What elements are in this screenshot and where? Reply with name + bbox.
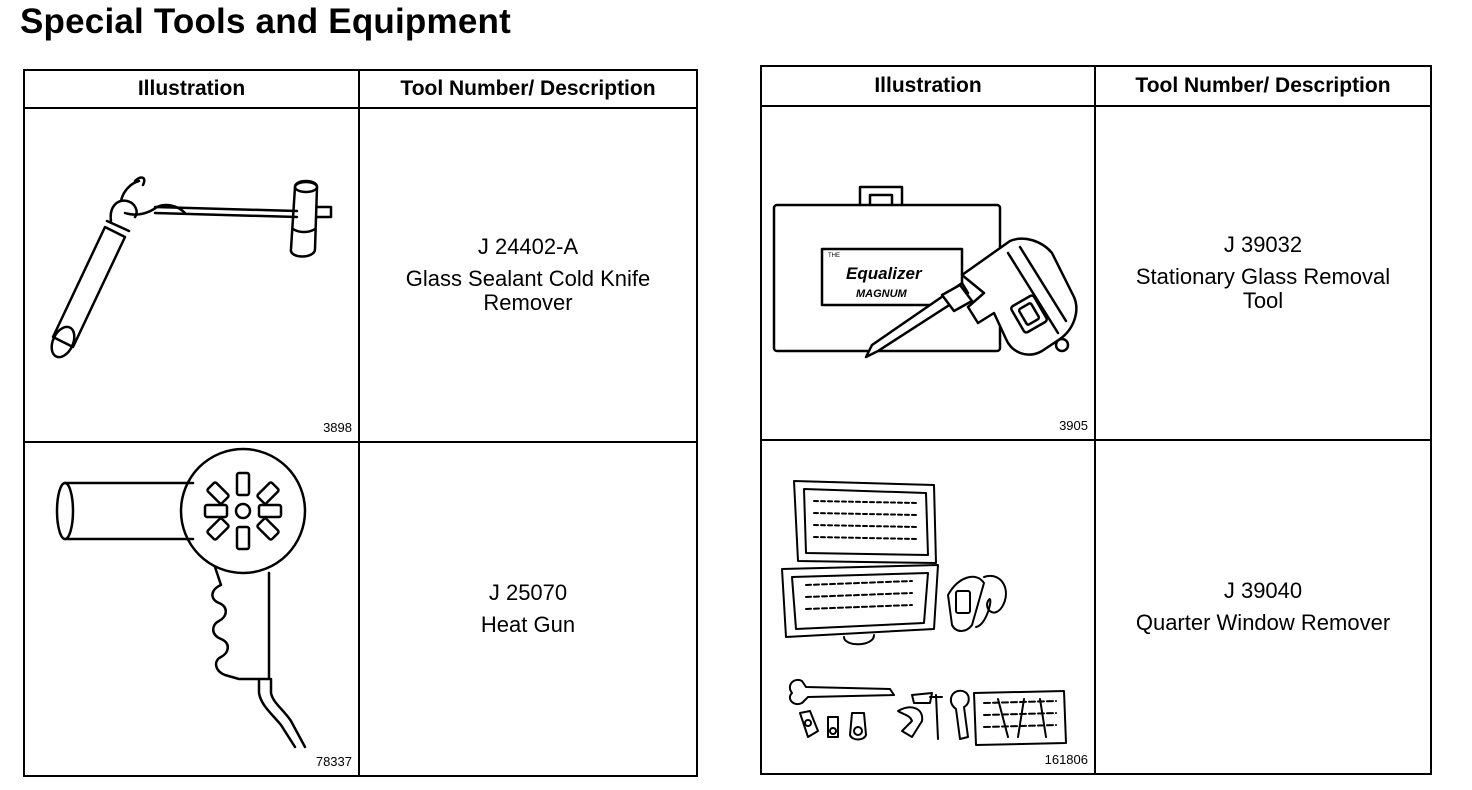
- svg-text:THE: THE: [828, 253, 840, 259]
- figure-number: 3905: [1059, 418, 1088, 433]
- svg-text:MAGNUM: MAGNUM: [856, 288, 908, 300]
- figure-number: 161806: [1044, 752, 1088, 767]
- header-illustration: Illustration: [23, 69, 360, 109]
- illustration-cell: 161806: [760, 439, 1096, 775]
- description-cell: J 39040 Quarter Window Remover: [1094, 439, 1432, 775]
- tools-table-right: Illustration Tool Number/ Description TH…: [760, 65, 1432, 775]
- tool-number: J 24402-A: [477, 234, 579, 259]
- tool-description: Quarter Window Remover: [1135, 610, 1391, 635]
- table-row: THE Equalizer MAGNUM 3905 J 39032 Statio…: [760, 105, 1432, 441]
- header-tool-description: Tool Number/ Description: [358, 69, 698, 109]
- illustration-cell: 3898: [23, 107, 360, 443]
- description-cell: J 24402-A Glass Sealant Cold Knife Remov…: [358, 107, 698, 443]
- tool-description: Glass Sealant Cold Knife Remover: [405, 266, 651, 315]
- figure-number: 3898: [323, 420, 352, 435]
- tool-description: Heat Gun: [480, 612, 576, 637]
- quarter-window-kit-icon: [781, 480, 1067, 746]
- header-illustration: Illustration: [760, 65, 1096, 107]
- illustration-cell: 78337: [23, 441, 360, 777]
- description-cell: J 39032 Stationary Glass Removal Tool: [1094, 105, 1432, 441]
- svg-text:Equalizer: Equalizer: [846, 264, 923, 283]
- tool-number: J 25070: [488, 580, 568, 605]
- heat-gun-icon: [55, 447, 307, 749]
- table-row: 78337 J 25070 Heat Gun: [23, 441, 698, 777]
- tool-number: J 39032: [1223, 232, 1303, 257]
- header-tool-description: Tool Number/ Description: [1094, 65, 1432, 107]
- illustration-cell: THE Equalizer MAGNUM 3905: [760, 105, 1096, 441]
- glass-removal-tool-icon: THE Equalizer MAGNUM: [772, 185, 1078, 359]
- tools-table-left: Illustration Tool Number/ Description: [23, 69, 698, 777]
- tool-description: Stationary Glass Removal Tool: [1135, 264, 1391, 313]
- table-row: 161806 J 39040 Quarter Window Remover: [760, 439, 1432, 775]
- description-cell: J 25070 Heat Gun: [358, 441, 698, 777]
- tool-number: J 39040: [1223, 578, 1303, 603]
- page-title: Special Tools and Equipment: [20, 2, 511, 41]
- figure-number: 78337: [315, 754, 352, 769]
- table-row: 3898 J 24402-A Glass Sealant Cold Knife …: [23, 107, 698, 443]
- cold-knife-icon: [50, 176, 333, 359]
